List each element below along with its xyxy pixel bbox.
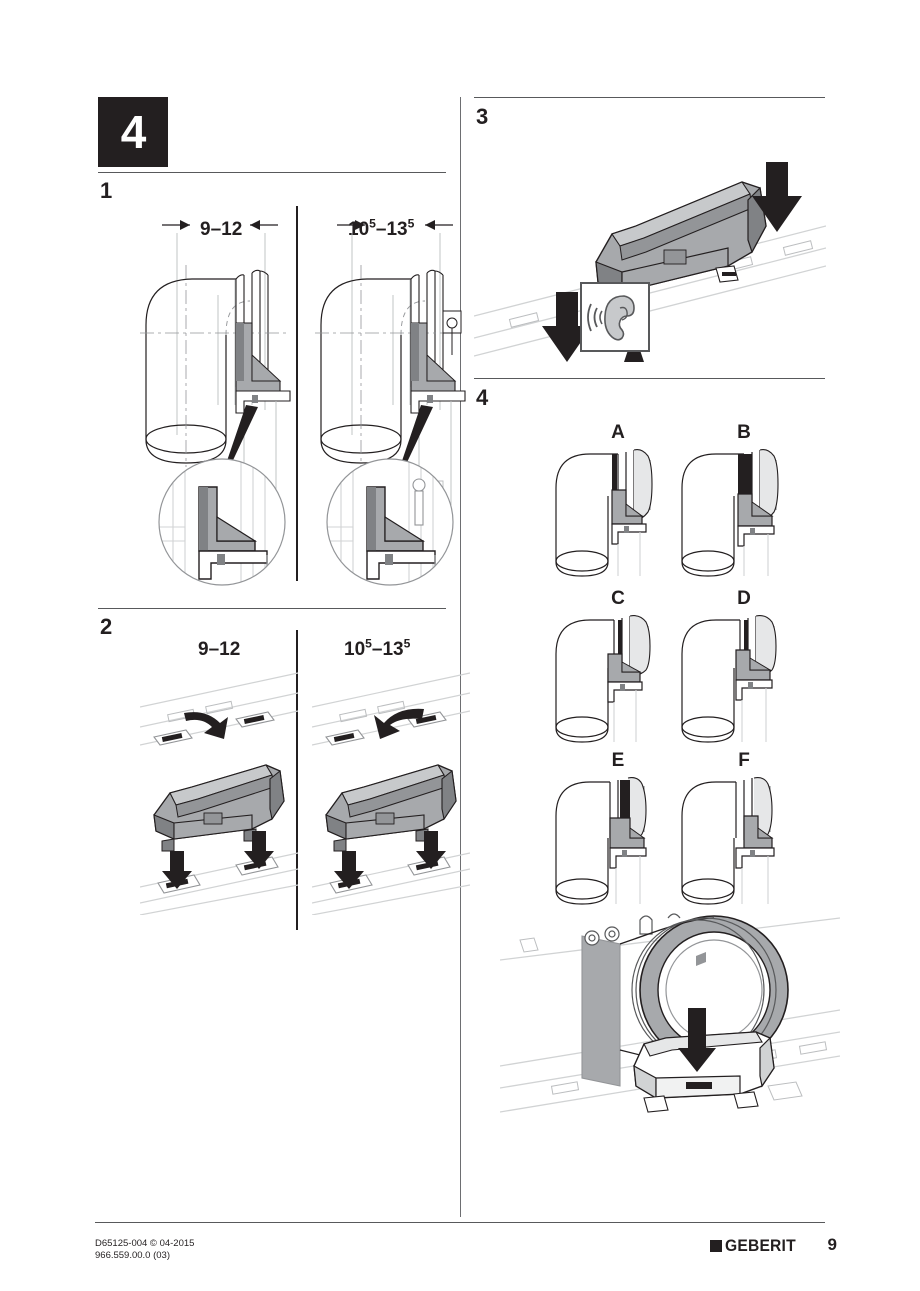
section-number-3: 3 <box>476 104 489 129</box>
footer-code-line-1: D65125-004 © 04-2015 <box>95 1238 195 1249</box>
variant-diagram-c <box>548 606 668 746</box>
variant-diagram-d <box>674 606 794 746</box>
dimension-label-105-135-sec2: 105–135 <box>344 636 411 660</box>
variant-letter-a: A <box>611 422 625 443</box>
variant-letter-f: F <box>738 750 750 771</box>
variant-diagram-a <box>548 440 668 580</box>
page-number: 9 <box>827 1235 837 1254</box>
illustration-pipe-seating <box>500 900 840 1120</box>
section-2-rule <box>98 608 446 609</box>
detail-circle-right <box>323 455 458 590</box>
dim2-dash: – <box>371 639 383 660</box>
section-4-rule <box>474 378 825 379</box>
footer-rule <box>95 1222 825 1223</box>
section-number-2: 2 <box>100 614 113 639</box>
dim-dash: – <box>375 219 387 240</box>
variant-letter-d: D <box>737 588 751 609</box>
variant-letter-e: E <box>611 750 625 771</box>
dim2-value-a: 10 <box>344 639 366 660</box>
variant-letter-c: C <box>611 588 625 609</box>
step-number-badge: 4 <box>98 97 168 167</box>
dimension-label-9-12-sec1: 9–12 <box>200 219 243 240</box>
footer-code-line-2: 966.559.00.0 (03) <box>95 1250 171 1261</box>
section-number-4: 4 <box>476 385 489 410</box>
dim-sup-b: 5 <box>407 216 415 231</box>
illustration-section2-right <box>312 665 470 915</box>
dim2-value-b: 13 <box>382 639 404 660</box>
variant-diagram-b <box>674 440 794 580</box>
dim-sup-a: 5 <box>369 216 376 231</box>
section-1-inner-divider <box>296 206 298 581</box>
section-2-inner-divider <box>296 630 298 930</box>
dim2-sup-a: 5 <box>365 636 372 651</box>
ear-listen-icon <box>580 282 650 352</box>
variant-letter-b: B <box>737 422 751 443</box>
brand-name: GEBERIT <box>725 1236 796 1255</box>
dimension-label-9-12-sec2: 9–12 <box>198 639 241 660</box>
variant-diagram-f <box>674 768 794 908</box>
column-divider <box>460 97 461 1217</box>
dim-value-b: 13 <box>386 219 408 240</box>
dim2-sup-b: 5 <box>403 636 411 651</box>
geberit-logo: GEBERIT <box>710 1237 802 1254</box>
variant-diagram-e <box>548 768 668 908</box>
section-1-rule <box>98 172 446 173</box>
illustration-section3 <box>474 140 826 370</box>
logo-square-icon <box>710 1239 723 1252</box>
detail-circle-left <box>155 455 290 590</box>
section-3-rule <box>474 97 825 98</box>
illustration-section2-left <box>140 665 298 915</box>
section-number-1: 1 <box>100 178 113 203</box>
